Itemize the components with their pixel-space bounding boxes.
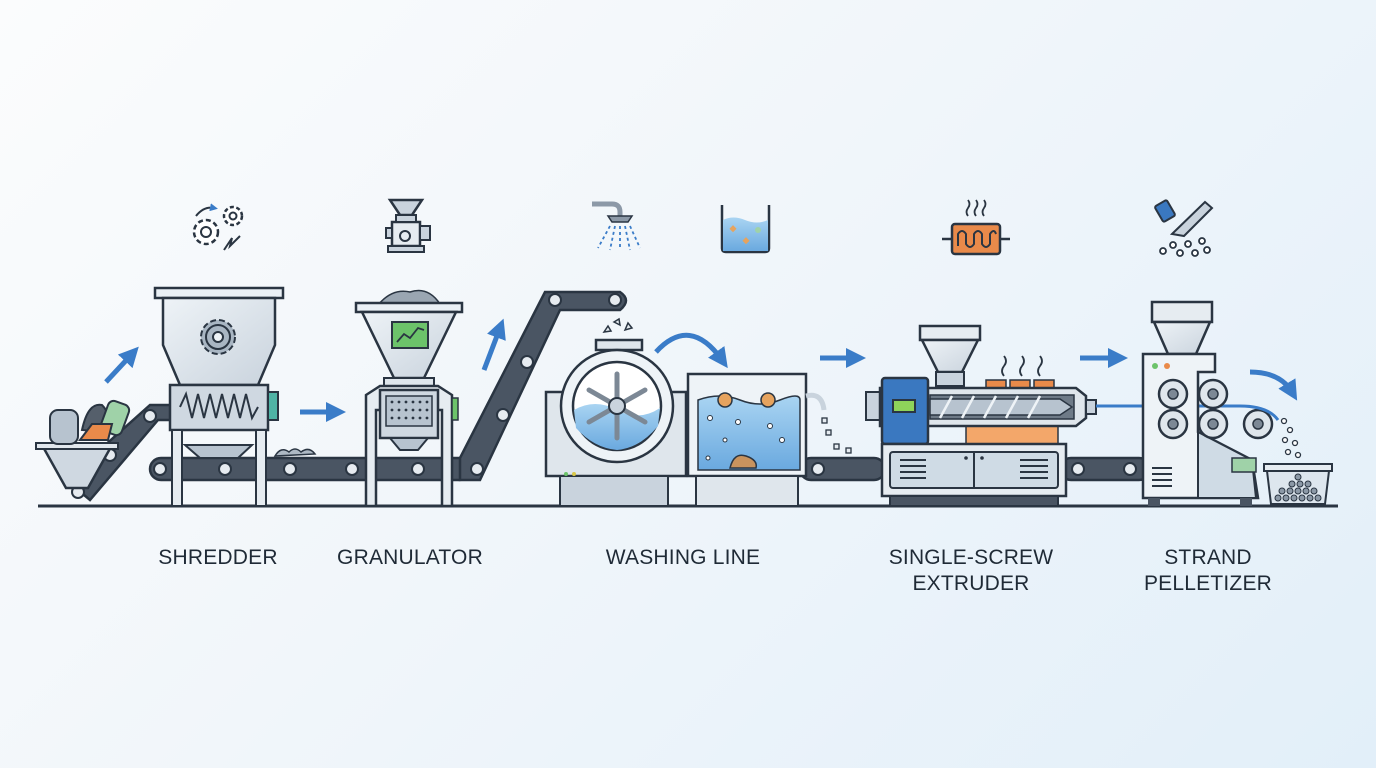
arrow-feed-to-shredder [104,346,139,384]
feed-bin [35,399,131,490]
stage-single-screw-extruder [865,199,1240,507]
screw-icon [929,398,1074,416]
label-granulator: GRANULATOR [337,546,483,569]
monitor-chart-icon [391,321,429,349]
shower-spray-icon [592,201,641,251]
knife-pellets-icon [1154,199,1214,257]
stage-washing-line [544,201,852,507]
heating-element-icon [942,199,1010,256]
stage-strand-pelletizer [1141,199,1333,506]
label-strand-pelletizer: STRAND PELLETIZER [1143,546,1273,595]
label-single-screw-extruder: SINGLE-SCREW EXTRUDER [888,546,1054,595]
grinder-hopper-icon [385,198,431,253]
arrow-granulator-to-conveyor [481,318,506,371]
screen-mesh [385,395,433,427]
stage-granulator [354,198,464,508]
arrow-pelletizer-to-bin [1249,369,1298,401]
label-washing-line: WASHING LINE [605,546,761,569]
label-shredder: SHREDDER [158,546,278,569]
gears-and-blades-icon [192,203,244,251]
stage-shredder [35,203,317,507]
arrow-washer-to-tank [654,333,728,369]
display-icon [892,399,916,413]
flow-arrows [104,318,1298,422]
cutter-blades-icon [179,391,259,421]
heat-waves [1001,355,1043,377]
water-tank-icon [720,205,771,254]
gear-icon [200,319,236,355]
bottle-icon [49,409,79,445]
pellet-bin [1263,463,1333,505]
